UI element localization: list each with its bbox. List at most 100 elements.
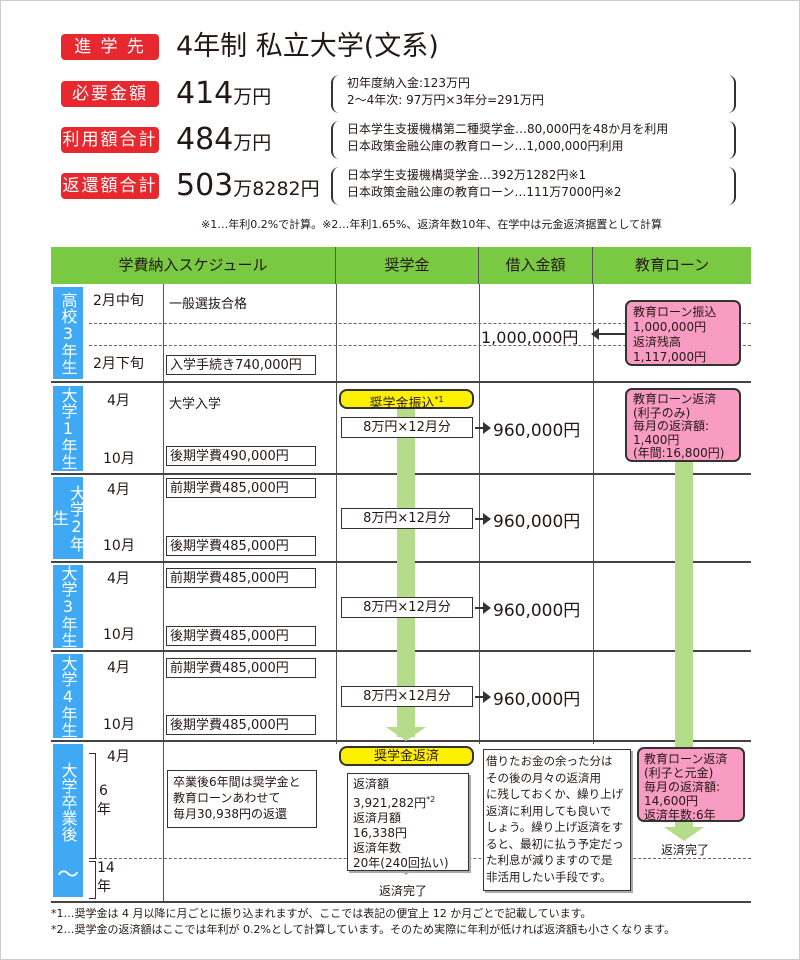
month: 10月 (103, 627, 135, 643)
box-line: (年間:16,800円) (633, 446, 725, 460)
detail-line: 16,338円 (353, 826, 407, 840)
tip-line: その後の月々の返済用 (486, 770, 601, 785)
event-box: 前期学費485,000円 (166, 658, 316, 678)
row-label-y3: 大学3年生 (53, 565, 83, 648)
scholarship-done: 返済完了 (379, 884, 428, 898)
arrow-right-icon (475, 602, 491, 614)
year-count: 14 (97, 860, 115, 876)
divider (51, 901, 751, 903)
tip-line: た利息が減りますので是 (486, 853, 613, 867)
detail-line: 3,921,282円*2 (353, 792, 463, 811)
month: 10月 (103, 538, 135, 554)
year-unit: 年 (97, 802, 111, 818)
bracket (89, 861, 96, 899)
detail-line: 20年(240回払い) (353, 856, 449, 870)
divider (51, 381, 751, 383)
header-loan: 教育ローン (593, 247, 751, 284)
footnote: *1…奨学金は 4 月以降に月ごとに振り込まれますが、ここでは表記の便宜上 12… (51, 907, 592, 920)
badge-text: 奨学金振込 (369, 396, 435, 412)
row-label-y2: 大学2年生 (50, 477, 86, 559)
event: 一般選抜合格 (169, 297, 248, 312)
tip-line: しょう。繰り上げ返済をす (486, 820, 624, 834)
divider (479, 284, 480, 744)
box-line: 返済残高 (633, 335, 682, 349)
row-label-hs3: 高校3年生 (53, 287, 83, 379)
month: 4月 (107, 749, 130, 765)
divider (336, 284, 337, 744)
header-borrowed: 借入金額 (479, 247, 593, 284)
box-line: 1,117,000円 (633, 350, 707, 364)
row-label-after: 大学卒業後 (53, 744, 83, 859)
scholarship-amount: 960,000円 (493, 512, 581, 532)
event: 大学入学 (169, 397, 222, 412)
event-box: 後期学費485,000円 (166, 536, 316, 556)
month: 4月 (107, 482, 130, 498)
note-line: 日本学生支援機構奨学金…392万1282円※1 (347, 168, 587, 182)
arrowhead-icon (591, 328, 599, 340)
note-line: 毎月30,938円の返還 (173, 807, 287, 821)
destination-value: 4年制 私立大学(文系) (176, 31, 439, 62)
row-label-y1: 大学1年生 (53, 386, 83, 471)
note-line: 卒業後6年間は奨学金と (173, 775, 301, 789)
arrowhead-icon (386, 727, 426, 741)
event-box: 後期学費485,000円 (166, 715, 316, 735)
box-line: 教育ローン返済 (633, 392, 717, 406)
event-box: 前期学費485,000円 (166, 568, 316, 588)
divider (89, 345, 751, 346)
footnote-mark: *2 (426, 795, 436, 804)
header-scholarship: 奨学金 (336, 247, 479, 284)
detail-line: 返済額 (353, 777, 390, 791)
used-notes: 日本学生支援機構第二種奨学金…80,000円を48か月を利用日本政策金融公庫の教… (331, 121, 736, 159)
month: 2月下旬 (93, 356, 144, 372)
divider (51, 740, 751, 742)
scholarship-box: 8万円×12月分 (341, 508, 473, 529)
scholarship-start-badge: 奨学金振込*1 (339, 389, 474, 412)
scholarship-arrow (397, 401, 415, 737)
tip-line: 借りたお金の余った分は (486, 754, 613, 768)
label-repay: 返還額合計 (61, 173, 159, 199)
box-line: 1,400円 (633, 432, 680, 447)
label-required: 必要金額 (61, 81, 159, 107)
loan-repay-box: 教育ローン返済(利子と元金)毎月の返済額:14,600円返済年数:6年 (637, 747, 745, 822)
note-line: 教育ローンあわせて (173, 791, 281, 805)
box-line: 毎月の返済額: (633, 419, 710, 433)
month: 10月 (103, 451, 135, 467)
scholarship-amount: 960,000円 (493, 421, 581, 441)
label-destination: 進 学 先 (61, 34, 159, 60)
tip-line: 返済に利用しても良いで (486, 803, 612, 818)
summary-footnote: ※1…年利0.2%で計算。※2…年利1.65%、返済年数10年、在学中は元金返済… (201, 218, 662, 231)
repay-number: 503 (176, 168, 234, 203)
required-unit: 万円 (233, 86, 272, 108)
event-box: 前期学費485,000円 (166, 478, 316, 498)
note-line: 日本政策金融公庫の教育ローン…111万7000円※2 (347, 185, 622, 199)
row-label-y4: 大学4年生 (53, 654, 83, 738)
month: 4月 (107, 393, 130, 409)
used-unit: 万円 (233, 132, 272, 154)
arrow-right-icon (475, 691, 491, 703)
prepayment-tip: 借りたお金の余った分はその後の月々の返済用に残しておくか、繰り上げ返済に利用して… (483, 749, 631, 891)
note-line: 日本学生支援機構第二種奨学金…80,000円を48か月を利用 (347, 122, 669, 136)
tip-line: 非活用したい手段です。 (486, 869, 612, 884)
event-box: 後期学費490,000円 (166, 446, 316, 466)
event-box: 後期学費485,000円 (166, 626, 316, 646)
label-used: 利用額合計 (61, 127, 159, 153)
repay-notes: 日本学生支援機構奨学金…392万1282円※1 日本政策金融公庫の教育ローン…11… (331, 167, 736, 205)
detail-line: 返済月額 (353, 811, 402, 825)
scholarship-amount: 960,000円 (493, 601, 581, 621)
header-schedule: 学費納入スケジュール (51, 247, 336, 284)
arrow-right-icon (475, 513, 491, 525)
loan-interest-box: 教育ローン返済(利子のみ)毎月の返済額:1,400円(年間:16,800円) (625, 388, 741, 462)
box-line: (利子のみ) (633, 405, 691, 420)
month: 2月中旬 (93, 293, 144, 309)
repay-unit: 万8282円 (233, 178, 320, 200)
detail-line: 返済年数 (353, 841, 402, 855)
arrow-right-icon (475, 422, 491, 434)
loan-done: 返済完了 (661, 843, 710, 857)
divider (89, 323, 751, 324)
event-box: 入学手続き740,000円 (166, 355, 316, 375)
scholarship-box: 8万円×12月分 (341, 686, 473, 707)
tip-line: ると、最初に払う予定だっ (486, 836, 624, 851)
